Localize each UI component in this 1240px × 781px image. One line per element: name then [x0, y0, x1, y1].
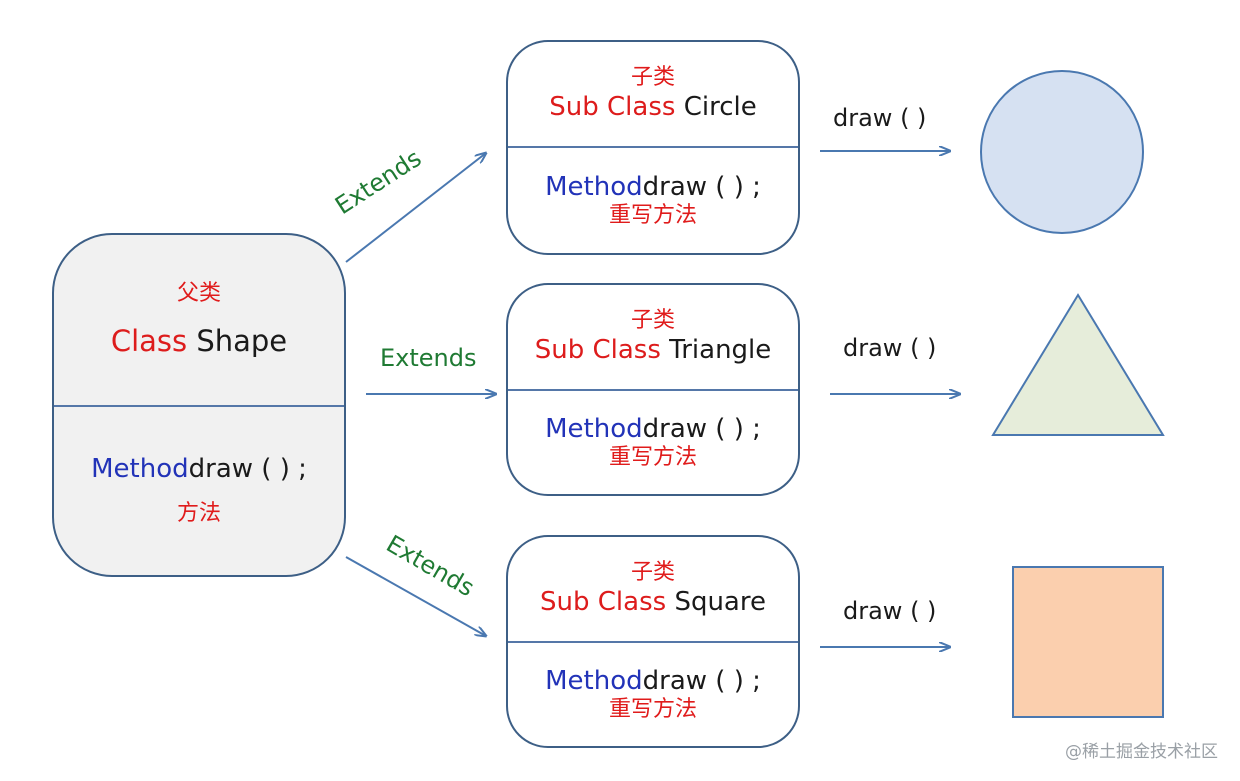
- class-keyword: Class: [110, 324, 188, 359]
- subclass-name: Square: [674, 586, 766, 617]
- watermark: @稀土掘金技术社区: [1065, 742, 1218, 762]
- parent-class-box: 父类 Class Shape Methoddraw ( ) ; 方法: [52, 233, 346, 577]
- subclass-divider: [508, 389, 798, 391]
- extends-arrow-square: [345, 556, 486, 636]
- method-keyword: Method: [91, 454, 189, 485]
- class-name: Shape: [196, 324, 288, 359]
- triangle-shape: [991, 293, 1165, 436]
- subclass-header: 子类 Sub Class Square: [508, 537, 798, 641]
- sub-class-keyword: Sub Class: [534, 334, 661, 365]
- method-signature: draw ( ) ;: [642, 413, 761, 444]
- extends-label-triangle: Extends: [380, 344, 477, 372]
- square-shape: [1012, 566, 1164, 718]
- subclass-name: Triangle: [669, 334, 772, 365]
- subclass-method-cn: 重写方法: [608, 202, 697, 228]
- draw-call-label-triangle: draw ( ): [843, 334, 937, 362]
- parent-method-section: Methoddraw ( ) ; 方法: [54, 407, 344, 575]
- subclass-method-section: Methoddraw ( ) ; 重写方法: [508, 148, 798, 253]
- subclass-header: 子类 Sub Class Triangle: [508, 285, 798, 389]
- subclass-method-cn: 重写方法: [608, 696, 697, 722]
- subclass-method-line: Methoddraw ( ) ;: [545, 414, 761, 445]
- subclass-divider: [508, 641, 798, 643]
- subclass-cn-label: 子类: [630, 307, 675, 333]
- subclass-cn-label: 子类: [630, 64, 675, 90]
- subclass-header: 子类 Sub Class Circle: [508, 42, 798, 146]
- subclass-class-line: Sub Class Circle: [549, 91, 756, 124]
- subclass-divider: [508, 146, 798, 148]
- parent-method-line: Methoddraw ( ) ;: [91, 454, 307, 485]
- sub-class-keyword: Sub Class: [540, 586, 667, 617]
- method-keyword: Method: [545, 665, 643, 696]
- subclass-method-cn: 重写方法: [608, 444, 697, 470]
- subclass-method-section: Methoddraw ( ) ; 重写方法: [508, 391, 798, 494]
- subclass-circle-box: 子类 Sub Class Circle Methoddraw ( ) ; 重写方…: [506, 40, 800, 255]
- method-keyword: Method: [545, 171, 643, 202]
- subclass-square-box: 子类 Sub Class Square Methoddraw ( ) ; 重写方…: [506, 535, 800, 748]
- subclass-class-line: Sub Class Triangle: [535, 334, 772, 367]
- subclass-triangle-box: 子类 Sub Class Triangle Methoddraw ( ) ; 重…: [506, 283, 800, 496]
- subclass-method-line: Methoddraw ( ) ;: [545, 172, 761, 203]
- parent-class-header: 父类 Class Shape: [54, 235, 344, 405]
- method-signature: draw ( ) ;: [642, 171, 761, 202]
- subclass-class-line: Sub Class Square: [540, 586, 766, 619]
- method-signature: draw ( ) ;: [642, 665, 761, 696]
- parent-divider: [54, 405, 344, 407]
- parent-class-line: Class Shape: [111, 323, 287, 359]
- subclass-cn-label: 子类: [630, 559, 675, 585]
- subclass-name: Circle: [683, 91, 757, 122]
- circle-shape: [980, 70, 1144, 234]
- extends-arrow-circle: [345, 153, 486, 263]
- parent-cn-label: 父类: [176, 280, 221, 306]
- parent-method-cn: 方法: [176, 501, 221, 527]
- method-keyword: Method: [545, 413, 643, 444]
- draw-call-label-circle: draw ( ): [833, 104, 927, 132]
- sub-class-keyword: Sub Class: [549, 91, 676, 122]
- subclass-method-line: Methoddraw ( ) ;: [545, 666, 761, 697]
- draw-call-label-square: draw ( ): [843, 597, 937, 625]
- subclass-method-section: Methoddraw ( ) ; 重写方法: [508, 643, 798, 746]
- method-signature: draw ( ) ;: [188, 454, 307, 485]
